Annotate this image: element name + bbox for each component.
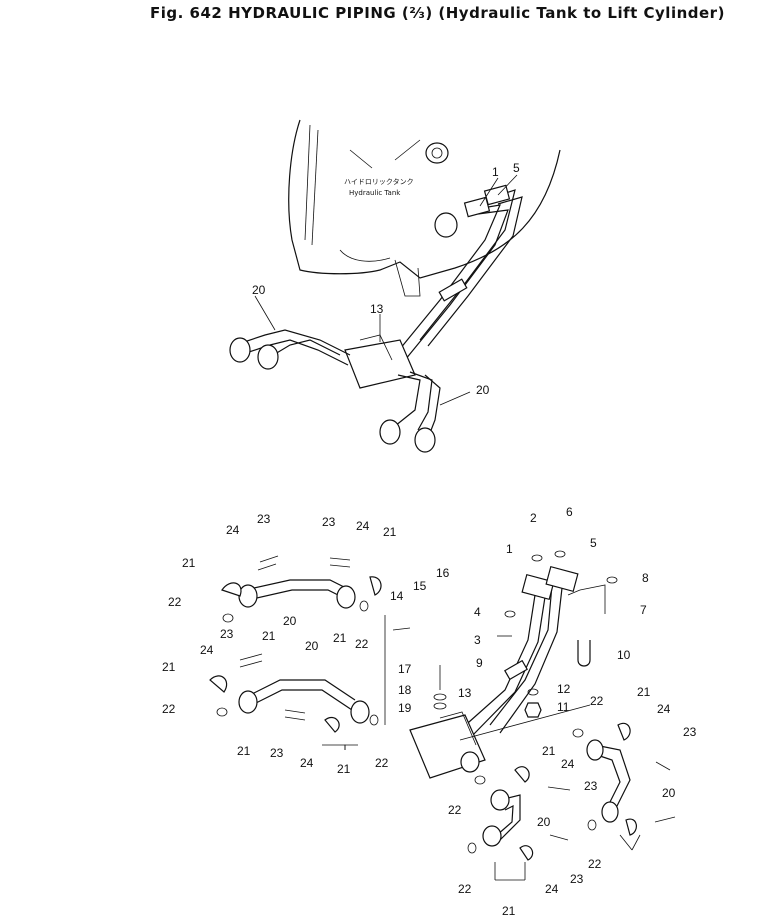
callout-23-b: 23 — [322, 515, 336, 529]
callout-21-h: 21 — [637, 685, 651, 699]
callout-1: 1 — [506, 542, 513, 556]
callout-6: 6 — [566, 505, 573, 519]
callout-20-d: 20 — [537, 815, 551, 829]
upper-callout-13: 13 — [370, 302, 384, 316]
callout-4: 4 — [474, 605, 481, 619]
callout-12: 12 — [557, 682, 571, 696]
callout-22-g: 22 — [588, 857, 602, 871]
callout-3: 3 — [474, 633, 481, 647]
callout-11: 11 — [557, 700, 570, 714]
callout-22-d: 22 — [375, 756, 389, 770]
callout-20-a: 20 — [283, 614, 297, 628]
tank-label-en: Hydraulic Tank — [349, 189, 401, 197]
callout-21-e: 21 — [162, 660, 176, 674]
callout-19: 19 — [398, 701, 412, 715]
callout-21-a: 21 — [182, 556, 196, 570]
lower-pipes — [209, 550, 676, 861]
upper-leaders — [254, 174, 518, 406]
callout-22-a: 22 — [168, 595, 182, 609]
callout-20-c: 20 — [662, 786, 676, 800]
callout-13: 13 — [458, 686, 472, 700]
upper-pipes — [229, 184, 523, 453]
callout-2: 2 — [530, 511, 537, 525]
callout-18: 18 — [398, 683, 412, 697]
callout-22-c: 22 — [162, 702, 176, 716]
callout-21-i: 21 — [542, 744, 556, 758]
callout-5: 5 — [590, 536, 597, 550]
upper-callout-1: 1 — [492, 165, 499, 179]
callout-15: 15 — [413, 579, 427, 593]
callout-21-j: 21 — [502, 904, 516, 917]
upper-callout-20-left: 20 — [252, 283, 266, 297]
callout-9: 9 — [476, 656, 483, 670]
callout-23-g: 23 — [570, 872, 584, 886]
upper-callout-5: 5 — [513, 161, 520, 175]
callout-16: 16 — [436, 566, 450, 580]
callout-23-a: 23 — [257, 512, 271, 526]
callout-21-c: 21 — [262, 629, 276, 643]
callout-24-a: 24 — [226, 523, 240, 537]
callout-17: 17 — [398, 662, 412, 676]
lower-leaders — [322, 584, 641, 881]
callout-23-d: 23 — [270, 746, 284, 760]
callout-22-h: 22 — [458, 882, 472, 896]
callout-24-b: 24 — [356, 519, 370, 533]
callout-23-e: 23 — [683, 725, 697, 739]
callout-24-f: 24 — [561, 757, 575, 771]
callout-10: 10 — [617, 648, 631, 662]
callout-21-b: 21 — [383, 525, 397, 539]
figure-title: Fig. 642 HYDRAULIC PIPING (⅔) (Hydraulic… — [150, 4, 725, 22]
callout-24-e: 24 — [657, 702, 671, 716]
callout-22-f: 22 — [448, 803, 462, 817]
callout-20-b: 20 — [305, 639, 319, 653]
callout-7: 7 — [640, 603, 647, 617]
hydraulic-tank — [288, 119, 561, 297]
callout-22-b: 22 — [355, 637, 369, 651]
callout-21-f: 21 — [237, 744, 251, 758]
tank-label-jp: ハイドロリックタンク — [344, 177, 414, 186]
callout-21-g: 21 — [337, 762, 351, 776]
callout-24-c: 24 — [200, 643, 214, 657]
callout-23-c: 23 — [220, 627, 234, 641]
callout-23-f: 23 — [584, 779, 598, 793]
callout-22-e: 22 — [590, 694, 604, 708]
callout-8: 8 — [642, 571, 649, 585]
callout-21-d: 21 — [333, 631, 347, 645]
upper-callout-20-right: 20 — [476, 383, 490, 397]
callout-24-g: 24 — [545, 882, 559, 896]
callout-24-d: 24 — [300, 756, 314, 770]
callout-14: 14 — [390, 589, 404, 603]
